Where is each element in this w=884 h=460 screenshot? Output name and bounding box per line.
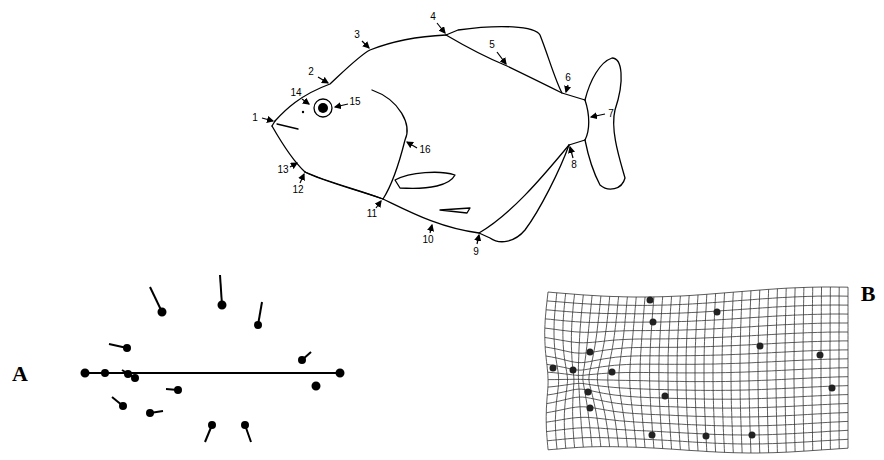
landmark-dot	[647, 297, 654, 304]
panel-letter: B	[861, 283, 876, 305]
landmark-dot	[587, 349, 594, 356]
grid-line	[713, 294, 716, 452]
grid-line	[589, 296, 601, 447]
landmark-dot	[550, 365, 557, 372]
grid-line	[546, 417, 848, 426]
grid-line	[583, 296, 592, 447]
panel-letter: A	[12, 363, 28, 385]
callout-number: 4	[430, 12, 436, 22]
grid-line	[848, 287, 849, 448]
landmark-dot	[649, 432, 656, 439]
callout-number: 3	[354, 30, 360, 40]
grid-line	[839, 287, 840, 449]
grid-line	[545, 292, 548, 450]
callout-number: 10	[422, 235, 433, 245]
landmark-dot	[829, 385, 836, 392]
grid-line	[776, 289, 777, 453]
grid-line	[830, 287, 831, 449]
grid-line	[578, 295, 583, 447]
callout-number: 1	[252, 113, 258, 123]
grid-line	[767, 289, 769, 452]
grid-line	[608, 297, 619, 447]
grid-line	[794, 288, 795, 452]
landmark-dot	[817, 352, 824, 359]
callout-number: 5	[489, 40, 495, 50]
callout-number: 12	[292, 185, 303, 195]
callout-number: 8	[571, 160, 577, 170]
grid-line	[630, 297, 637, 447]
grid-line	[785, 288, 786, 452]
grid-line	[803, 287, 805, 451]
landmark-dot	[609, 369, 616, 376]
landmark-dot	[749, 432, 756, 439]
landmark-dot	[703, 433, 710, 440]
grid-line	[677, 296, 680, 450]
callout-number: 16	[419, 145, 430, 155]
grid-line	[749, 291, 751, 453]
grid-line	[545, 332, 848, 343]
callout-number: 11	[367, 209, 377, 219]
callout-number: 7	[608, 109, 614, 119]
landmark-dot	[587, 405, 594, 412]
grid-line	[563, 294, 568, 449]
grid-line	[722, 293, 725, 453]
grid-line	[695, 295, 698, 451]
callout-number: 6	[565, 73, 571, 83]
grid-line	[821, 287, 823, 450]
callout-number: 2	[308, 67, 314, 77]
landmark-dot	[585, 389, 592, 396]
grid-line	[686, 296, 689, 451]
grid-line	[668, 296, 672, 449]
landmark-dot	[757, 343, 764, 350]
grid-line	[812, 287, 814, 450]
landmark-dot	[662, 393, 669, 400]
callout-number: 14	[290, 88, 301, 98]
landmark-dot	[650, 319, 657, 326]
callout-number: 15	[349, 97, 360, 107]
landmark-dot	[570, 367, 577, 374]
leader-arrows	[262, 23, 605, 244]
grid-line	[704, 294, 707, 451]
grid-line	[731, 292, 733, 453]
grid-line	[740, 291, 742, 453]
grid-line	[659, 297, 663, 449]
grid-line	[758, 290, 760, 453]
grid-line	[640, 297, 645, 448]
callout-number: 13	[277, 165, 288, 175]
grid-line	[619, 297, 628, 447]
landmark-dot	[714, 309, 721, 316]
callout-number: 9	[473, 247, 479, 257]
